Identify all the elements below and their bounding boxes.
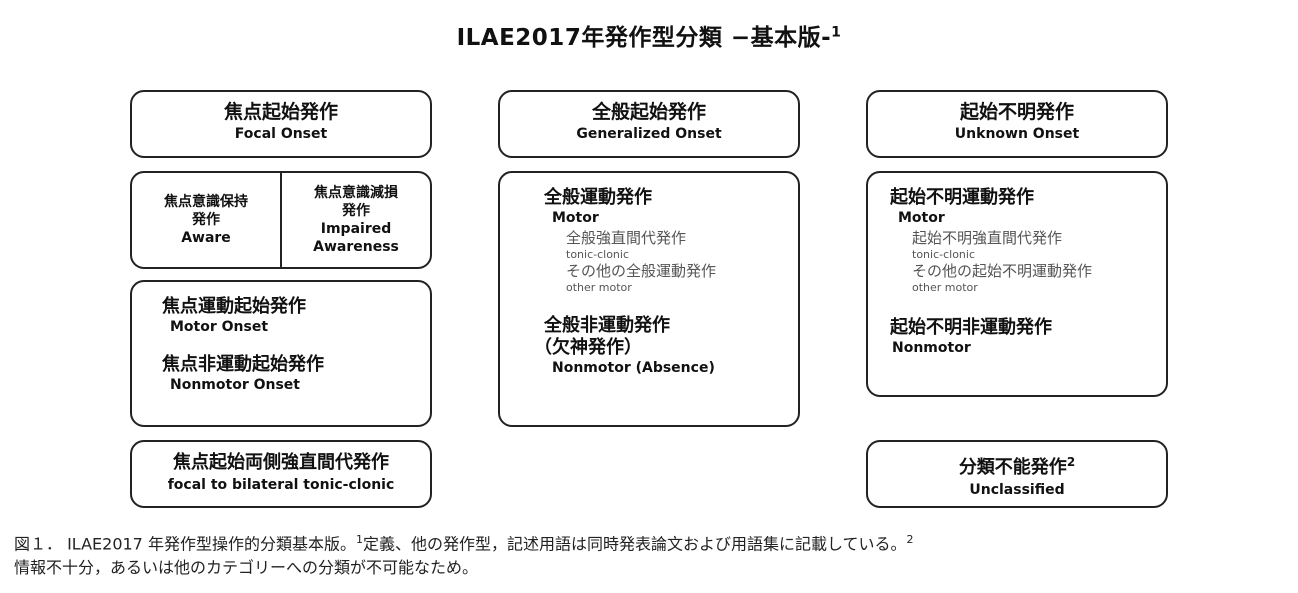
generalized-onset-title-ja: 全般起始発作 (591, 101, 706, 123)
unknown-other-motor-ja: その他の起始不明運動発作 (912, 262, 1093, 280)
caption-figure-label: 図１． ILAE2017 年発作型操作的分類基本版。 (14, 534, 356, 554)
unknown-other-motor-en: other motor (912, 281, 978, 294)
focal-aware-cell: 焦点意識保持 発作 Aware (132, 173, 280, 267)
generalized-tonic-clonic-en: tonic-clonic (566, 248, 629, 261)
generalized-motor-en: Motor (552, 210, 599, 226)
diagram-title: ILAE2017年発作型分類 −基本版-1 (0, 18, 1298, 52)
unknown-tonic-clonic-en: tonic-clonic (912, 248, 975, 261)
figure-caption: 図１． ILAE2017 年発作型操作的分類基本版。1定義、他の発作型，記述用語… (14, 528, 1294, 580)
generalized-tonic-clonic-ja: 全般強直間代発作 (566, 229, 687, 247)
focal-nonmotor-ja: 焦点非運動起始発作 (162, 354, 324, 375)
generalized-other-motor-ja: その他の全般運動発作 (566, 262, 717, 280)
caption-note-1: 定義、他の発作型，記述用語は同時発表論文および用語集に記載している。 (362, 534, 907, 554)
generalized-nonmotor-ja: 全般非運動発作 (544, 315, 670, 336)
unclassified-ja: 分類不能発作2 (868, 451, 1166, 479)
focal-motor-en: Motor Onset (170, 319, 269, 335)
focal-motor-ja: 焦点運動起始発作 (162, 296, 306, 317)
unclassified-en: Unclassified (969, 482, 1065, 498)
unknown-types-box: 起始不明運動発作 Motor 起始不明強直間代発作 tonic-clonic そ… (866, 171, 1168, 397)
generalized-other-motor-en: other motor (566, 281, 632, 294)
caption-line-2: 情報不十分，あるいは他のカテゴリーへの分類が不可能なため。 (14, 558, 479, 578)
unknown-motor-en: Motor (898, 210, 945, 226)
unknown-onset-header-box: 起始不明発作 Unknown Onset (866, 90, 1168, 158)
unknown-nonmotor-ja: 起始不明非運動発作 (890, 317, 1052, 338)
caption-line-1: 図１． ILAE2017 年発作型操作的分類基本版。1定義、他の発作型，記述用語… (14, 528, 1294, 556)
unknown-nonmotor-en: Nonmotor (892, 340, 971, 356)
caption-footnote-1: 1 (355, 533, 363, 546)
focal-nonmotor-en: Nonmotor Onset (170, 377, 300, 393)
caption-footnote-2: 2 (906, 533, 914, 546)
focal-onset-header-box: 焦点起始発作 Focal Onset (130, 90, 432, 158)
focal-bilateral-box: 焦点起始両側強直間代発作 focal to bilateral tonic-cl… (130, 440, 432, 508)
focal-onset-title-ja: 焦点起始発作 (223, 101, 338, 123)
focal-aware-ja-1: 焦点意識保持 (164, 194, 248, 210)
focal-motor-box: 焦点運動起始発作 Motor Onset 焦点非運動起始発作 Nonmotor … (130, 280, 432, 427)
title-footnote-mark: 1 (831, 24, 842, 41)
focal-impaired-ja-2: 発作 (342, 203, 370, 219)
unclassified-ja-text: 分類不能発作 (958, 457, 1067, 478)
generalized-nonmotor-en: Nonmotor (Absence) (552, 360, 715, 376)
unknown-tonic-clonic-ja: 起始不明強直間代発作 (912, 229, 1063, 247)
focal-impaired-en-1: Impaired (320, 221, 392, 237)
generalized-types-box: 全般運動発作 Motor 全般強直間代発作 tonic-clonic その他の全… (498, 171, 800, 427)
generalized-onset-title-en: Generalized Onset (576, 126, 722, 142)
focal-bilateral-en: focal to bilateral tonic-clonic (167, 477, 395, 493)
generalized-onset-header-box: 全般起始発作 Generalized Onset (498, 90, 800, 158)
focal-impaired-en-2: Awareness (313, 239, 399, 255)
focal-onset-title-en: Focal Onset (234, 126, 328, 142)
unclassified-footnote-mark: 2 (1066, 455, 1076, 469)
unclassified-box: 分類不能発作2 Unclassified (866, 440, 1168, 508)
unknown-onset-title-ja: 起始不明発作 (959, 101, 1074, 123)
focal-aware-en: Aware (181, 230, 231, 246)
generalized-motor-ja: 全般運動発作 (544, 187, 652, 208)
unknown-onset-title-en: Unknown Onset (954, 126, 1080, 142)
generalized-absence-ja: （欠神発作） (534, 337, 642, 358)
title-text: ILAE2017年発作型分類 −基本版- (456, 25, 832, 51)
focal-awareness-box: 焦点意識保持 発作 Aware 焦点意識減損 発作 Impaired Aware… (130, 171, 432, 269)
focal-bilateral-ja: 焦点起始両側強直間代発作 (173, 452, 389, 473)
focal-aware-ja-2: 発作 (192, 212, 220, 228)
focal-impaired-cell: 焦点意識減損 発作 Impaired Awareness (280, 173, 430, 267)
unknown-motor-ja: 起始不明運動発作 (890, 187, 1034, 208)
focal-impaired-ja-1: 焦点意識減損 (314, 185, 398, 201)
